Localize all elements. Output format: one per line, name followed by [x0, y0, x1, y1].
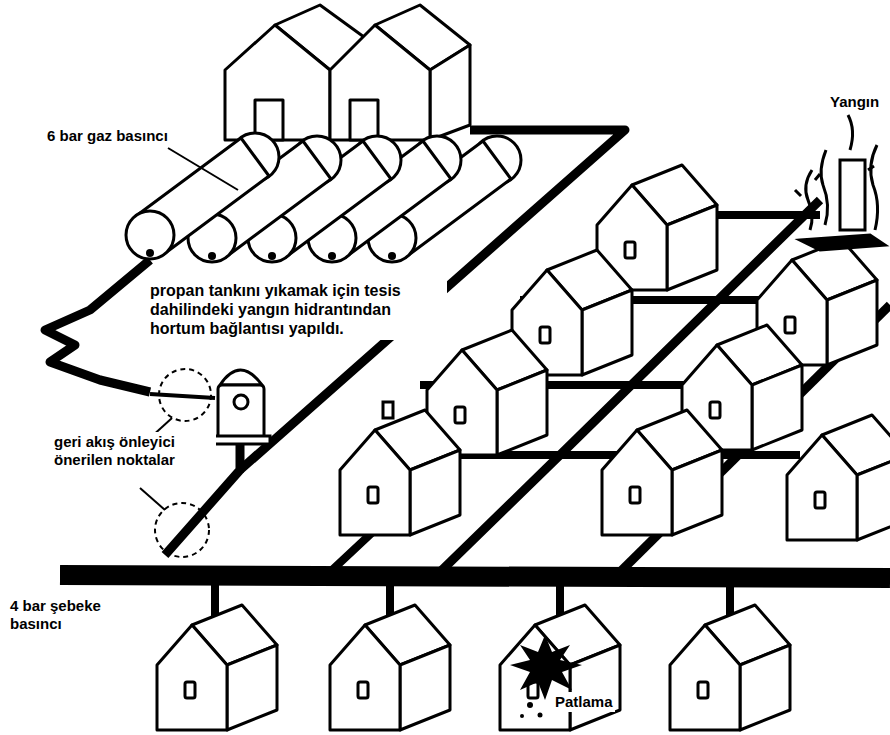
fire-hydrant — [212, 370, 270, 444]
fire-label: Yangın — [828, 92, 881, 112]
explosion — [510, 635, 582, 700]
chimney — [383, 402, 393, 418]
backflow-label: geri akış önleyici önerilen noktalar — [52, 432, 216, 470]
pressure-label: 6 bar gaz basıncı — [45, 126, 170, 146]
note-label: propan tankını yıkamak için tesis dahili… — [148, 280, 447, 340]
debris — [520, 702, 543, 718]
explosion-label: Patlama — [553, 692, 615, 712]
fire — [795, 115, 885, 250]
propane-tanks — [126, 133, 521, 262]
houses — [157, 165, 890, 730]
pressure-label: 4 bar şebeke basıncı — [8, 596, 142, 634]
building — [225, 5, 470, 140]
water-mains — [60, 200, 890, 630]
